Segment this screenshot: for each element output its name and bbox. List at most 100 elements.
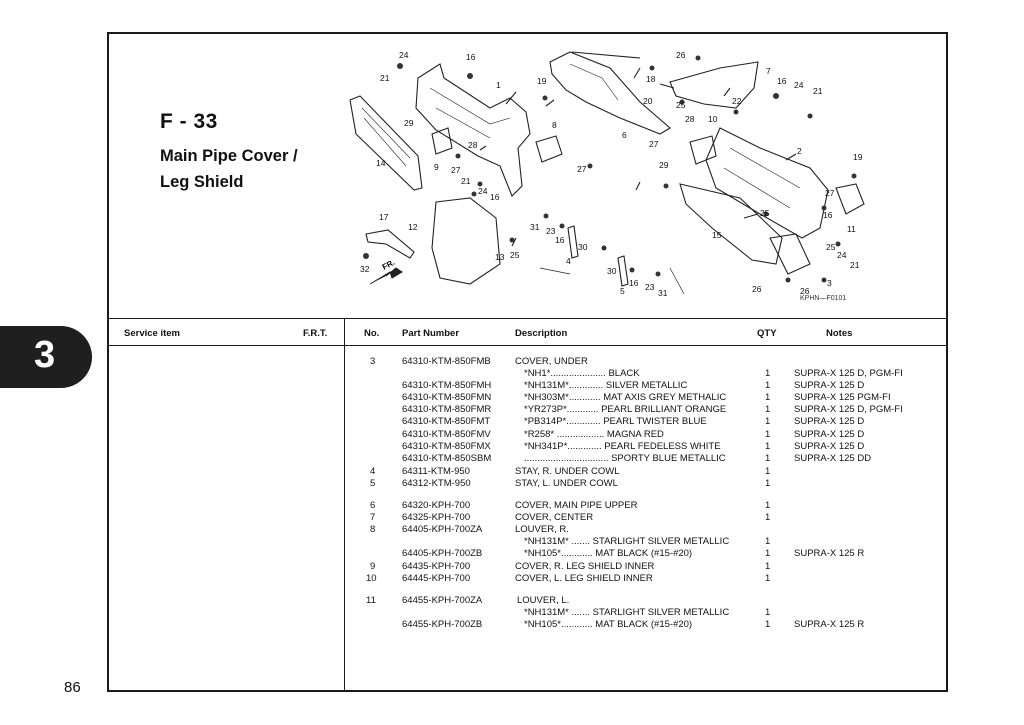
- callout-number: 16: [466, 52, 476, 62]
- row-qty: 1: [765, 512, 771, 523]
- callout-number: 19: [537, 76, 547, 86]
- row-qty: 1: [765, 561, 771, 572]
- part-7-shape: [669, 61, 759, 109]
- part-4-shape: [567, 225, 579, 259]
- callout-number: 14: [376, 158, 386, 168]
- callout-number: 30: [578, 242, 588, 252]
- callout-number: 31: [530, 222, 540, 232]
- row-note: SUPRA-X 125 R: [794, 548, 865, 559]
- callout-number: 32: [360, 264, 370, 274]
- part-17-shape: [365, 229, 415, 259]
- row-part-number: 64435-KPH-700: [402, 561, 471, 572]
- row-part-number: 64445-KPH-700: [402, 573, 471, 584]
- row-no: 6: [370, 500, 376, 511]
- callout-number: 23: [546, 226, 556, 236]
- row-color-option: *NH131M*............. SILVER METALLIC: [524, 380, 688, 391]
- header-no: No.: [364, 328, 380, 339]
- row-part-number: 64310-KTM-850FMV: [402, 429, 491, 440]
- row-description: LOUVER, L.: [517, 595, 570, 606]
- callout-number: 24: [399, 50, 409, 60]
- row-qty: 1: [765, 380, 771, 391]
- part-5-shape: [617, 255, 629, 287]
- section-title: Main Pipe Cover / Leg Shield: [160, 143, 298, 195]
- row-note: SUPRA-X 125 D, PGM-FI: [794, 404, 903, 415]
- callout-number: 12: [408, 222, 418, 232]
- table-top-rule: [107, 318, 948, 319]
- callout-number: 30: [607, 266, 617, 276]
- callout-number: 20: [643, 96, 653, 106]
- row-qty: 1: [765, 548, 771, 559]
- callout-number: 26: [752, 284, 762, 294]
- row-description: STAY, L. UNDER COWL: [515, 478, 618, 489]
- callout-number: 18: [646, 74, 656, 84]
- row-description: COVER, CENTER: [515, 512, 594, 523]
- row-color-option: *NH303M*............ MAT AXIS GREY METHA…: [524, 392, 727, 403]
- callout-number: 28: [468, 140, 478, 150]
- chapter-number: 3: [34, 334, 56, 376]
- row-qty: 1: [765, 416, 771, 427]
- callout-number: 16: [490, 192, 500, 202]
- part-6-shape: [549, 51, 671, 135]
- callout-number: 21: [461, 176, 471, 186]
- row-no: 7: [370, 512, 376, 523]
- callout-number: 19: [853, 152, 863, 162]
- row-part-number: 64325-KPH-700: [402, 512, 471, 523]
- callout-number: 13: [495, 252, 505, 262]
- callout-number: 2: [797, 146, 802, 156]
- row-no: 4: [370, 466, 376, 477]
- row-qty: 1: [765, 368, 771, 379]
- row-note: SUPRA-X 125 D: [794, 429, 865, 440]
- row-qty: 1: [765, 466, 771, 477]
- row-color-option: *NH105*............ MAT BLACK (#15-#20): [524, 548, 693, 559]
- row-qty: 1: [765, 478, 771, 489]
- row-part-number: 64310-KTM-850FMH: [402, 380, 492, 391]
- row-part-number: 64310-KTM-850FMN: [402, 392, 492, 403]
- row-part-number: 64311-KTM-950: [402, 466, 470, 477]
- row-part-number: 64310-KTM-850FMT: [402, 416, 491, 427]
- row-part-number: 64310-KTM-850FMB: [402, 356, 491, 367]
- callout-number: 17: [379, 212, 389, 222]
- part-2-shape: [705, 127, 829, 239]
- row-color-option: ................................ SPORTY …: [524, 453, 726, 464]
- row-description: COVER, UNDER: [515, 356, 588, 367]
- section-title-line-2: Leg Shield: [160, 173, 244, 191]
- chapter-tab: [0, 326, 92, 388]
- callout-number: 15: [712, 230, 722, 240]
- callout-number: 24: [837, 250, 847, 260]
- callout-number: 29: [659, 160, 669, 170]
- header-notes: Notes: [826, 328, 853, 339]
- part-11-shape: [835, 183, 865, 215]
- callout-number: 16: [555, 235, 565, 245]
- callout-number: 10: [708, 114, 718, 124]
- header-qty: QTY: [757, 328, 777, 339]
- row-part-number: 64455-KPH-700ZA: [402, 595, 483, 606]
- callout-number: 16: [629, 278, 639, 288]
- row-color-option: *R258* .................. MAGNA RED: [524, 429, 664, 440]
- row-description: COVER, L. LEG SHIELD INNER: [515, 573, 653, 584]
- part-15-shape: [679, 183, 783, 265]
- row-note: SUPRA-X 125 D: [794, 416, 865, 427]
- row-note: SUPRA-X 125 R: [794, 619, 865, 630]
- row-note: SUPRA-X 125 PGM-FI: [794, 392, 891, 403]
- row-qty: 1: [765, 441, 771, 452]
- callout-number: 21: [813, 86, 823, 96]
- part-14-shape: [349, 95, 423, 191]
- part-10-shape: [689, 135, 717, 165]
- section-title-line-1: Main Pipe Cover /: [160, 147, 298, 165]
- part-12-shape: [431, 197, 501, 285]
- callout-number: 27: [649, 139, 659, 149]
- row-note: SUPRA-X 125 DD: [794, 453, 872, 464]
- callout-number: 9: [434, 162, 439, 172]
- row-qty: 1: [765, 607, 771, 618]
- callout-number: 7: [766, 66, 771, 76]
- row-color-option: *NH131M* ....... STARLIGHT SILVER METALL…: [524, 607, 730, 618]
- part-8-shape: [535, 135, 563, 163]
- callout-number: 25: [826, 242, 836, 252]
- diagram-reference: KPHN—F0101: [800, 295, 846, 302]
- row-part-number: 64405-KPH-700ZA: [402, 524, 483, 535]
- page-frame: [107, 32, 948, 692]
- row-description: LOUVER, R.: [515, 524, 569, 535]
- row-qty: 1: [765, 573, 771, 584]
- row-color-option: *NH131M* ....... STARLIGHT SILVER METALL…: [524, 536, 730, 547]
- row-note: SUPRA-X 125 D: [794, 441, 865, 452]
